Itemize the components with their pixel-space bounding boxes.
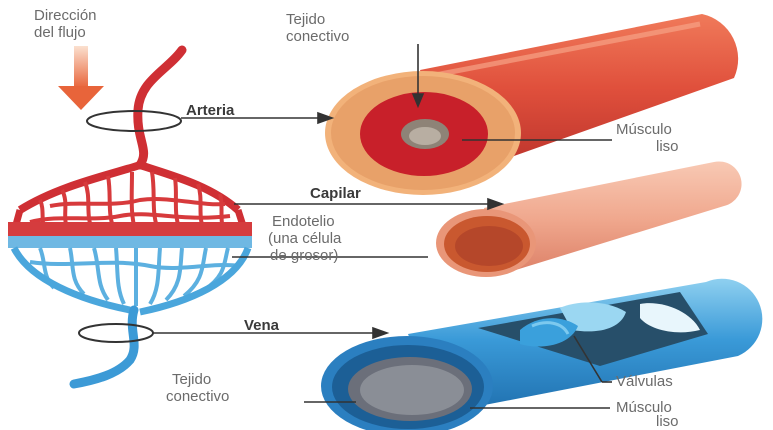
capillary-network bbox=[8, 50, 252, 384]
artery-illustration bbox=[325, 14, 738, 195]
artery-label: Arteria bbox=[186, 103, 234, 118]
vein-muscle-label-line2: liso bbox=[656, 414, 679, 429]
flow-direction-arrow bbox=[58, 46, 104, 110]
vein-connective-label-line1: Tejido bbox=[172, 372, 211, 387]
vein-connective-label-line2: conectivo bbox=[166, 389, 229, 404]
vein-section-ring bbox=[79, 324, 153, 342]
artery-connective-label-line2: conectivo bbox=[286, 29, 349, 44]
artery-connective-label-line1: Tejido bbox=[286, 12, 325, 27]
flow-direction-label-line2: del flujo bbox=[34, 25, 86, 40]
vein-label: Vena bbox=[244, 318, 279, 333]
endothelium-label-line1: Endotelio bbox=[272, 214, 335, 229]
capillary-label: Capilar bbox=[310, 186, 361, 201]
endothelium-label-line2: (una célula bbox=[268, 231, 341, 246]
valves-label: Válvulas bbox=[616, 374, 673, 389]
endothelium-label-line3: de grosor) bbox=[270, 248, 338, 263]
artery-muscle-label-line1: Músculo bbox=[616, 122, 672, 137]
artery-muscle-label-line2: liso bbox=[656, 139, 679, 154]
flow-direction-label-line1: Dirección bbox=[34, 8, 97, 23]
